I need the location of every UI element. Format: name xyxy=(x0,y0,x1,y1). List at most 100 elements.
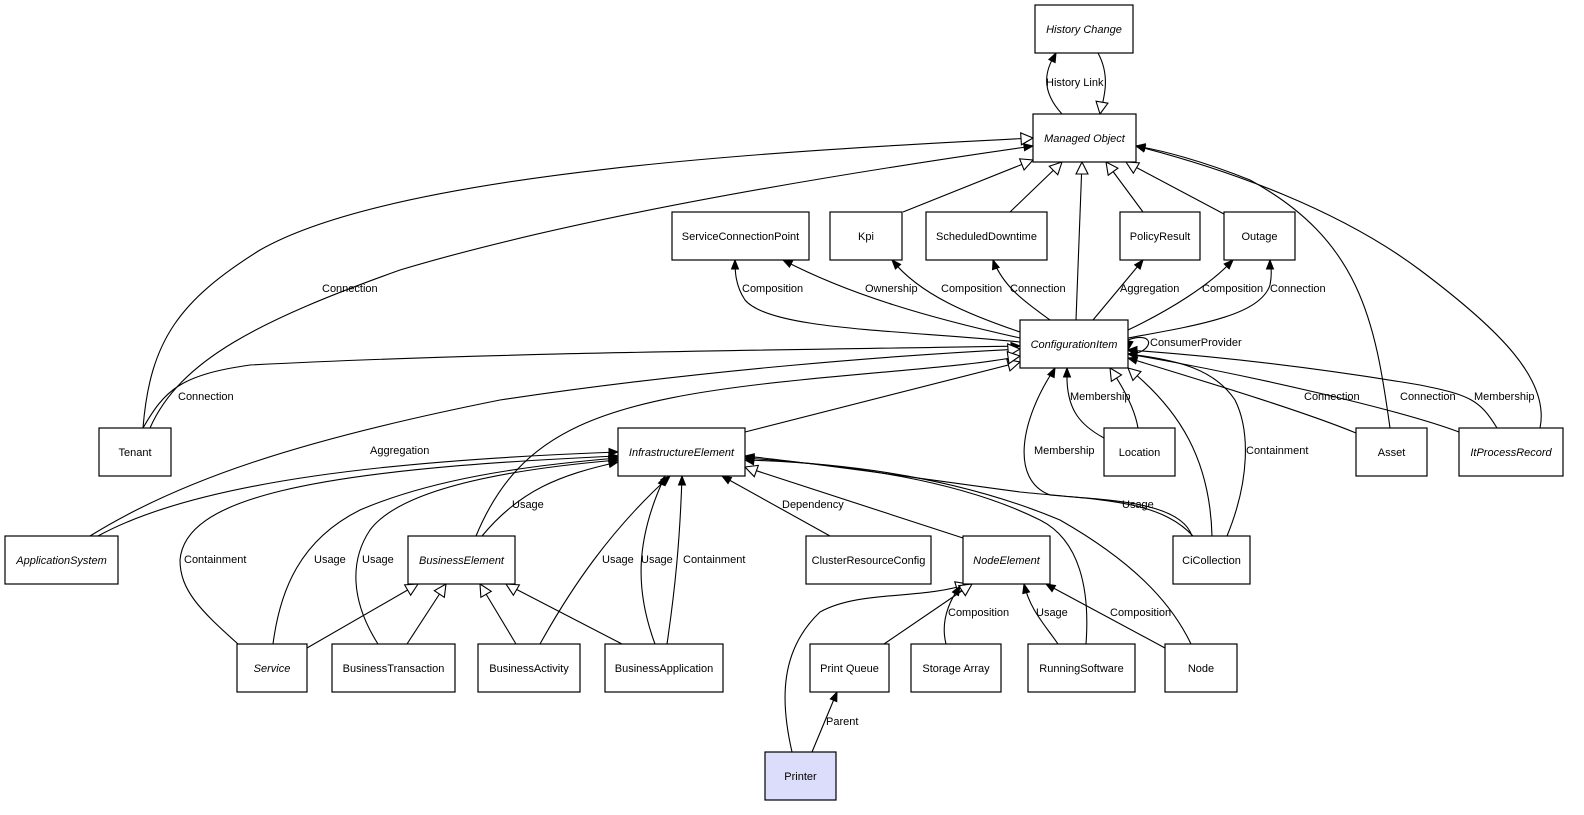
class-name: Print Queue xyxy=(820,663,879,675)
edge-line xyxy=(721,475,831,537)
association-edge-cluster_resource_config-to-infrastructure_element xyxy=(720,475,831,537)
class-box xyxy=(1034,4,1134,54)
class-node-outage[interactable]: Outage xyxy=(1223,211,1296,261)
open-triangle-arrowhead-icon xyxy=(1006,350,1022,365)
class-node-business-element[interactable]: BusinessElement xyxy=(407,535,516,585)
edge-label: Composition xyxy=(1202,283,1263,295)
edge-line xyxy=(744,459,1192,645)
class-box xyxy=(925,211,1048,261)
inheritance-edge-configuration_item-to-managed_object xyxy=(1075,160,1089,321)
class-node-printer[interactable]: Printer xyxy=(764,751,837,801)
filled-arrowhead-icon xyxy=(1044,583,1057,593)
association-edge-printer-to-print_queue xyxy=(811,690,838,753)
class-node-scheduled-downtime[interactable]: ScheduledDowntime xyxy=(925,211,1048,261)
filled-arrowhead-icon xyxy=(1047,51,1057,64)
class-node-running-software[interactable]: RunningSoftware xyxy=(1027,643,1136,693)
association-edge-configuration_item-to-policy_result xyxy=(1092,258,1144,321)
class-node-managed-object[interactable]: Managed Object xyxy=(1032,113,1137,163)
inheritance-edge-business_activity-to-business_element xyxy=(479,582,517,645)
class-node-tenant[interactable]: Tenant xyxy=(98,427,172,477)
class-name: Kpi xyxy=(858,231,874,243)
edge-line xyxy=(811,691,838,753)
class-node-service-connection-point[interactable]: ServiceConnectionPoint xyxy=(671,211,810,261)
association-edge-business_application-to-infrastructure_element xyxy=(666,474,687,645)
class-name: NodeElement xyxy=(973,555,1041,567)
edge-label: Connection xyxy=(1010,283,1066,295)
filled-arrowhead-icon xyxy=(891,258,902,270)
class-name: Asset xyxy=(1378,447,1406,459)
class-box xyxy=(1355,427,1428,477)
class-name: BusinessElement xyxy=(419,555,505,567)
association-edge-managed_object-to-history_change xyxy=(1046,51,1063,115)
class-box xyxy=(407,535,516,585)
association-edge-tenant-to-managed_object xyxy=(149,143,1035,429)
class-box xyxy=(98,427,172,477)
class-box xyxy=(1164,643,1238,693)
filled-arrowhead-icon xyxy=(1126,351,1139,360)
edge-label: Connection xyxy=(322,283,378,295)
class-node-node-element[interactable]: NodeElement xyxy=(962,535,1051,585)
class-node-location[interactable]: Location xyxy=(1103,427,1176,477)
association-edge-business_element-to-infrastructure_element xyxy=(481,459,620,537)
class-box xyxy=(1032,113,1137,163)
class-name: ServiceConnectionPoint xyxy=(682,231,799,243)
class-name: History Change xyxy=(1046,24,1122,36)
class-node-business-application[interactable]: BusinessApplication xyxy=(604,643,724,693)
edge-label: Connection xyxy=(1270,283,1326,295)
class-node-storage-array[interactable]: Storage Array xyxy=(910,643,1002,693)
filled-arrowhead-icon xyxy=(1022,143,1035,152)
edge-line xyxy=(89,348,1021,537)
class-node-business-activity[interactable]: BusinessActivity xyxy=(477,643,581,693)
class-node-it-process-record[interactable]: ItProcessRecord xyxy=(1458,427,1564,477)
edge-label: Usage xyxy=(602,554,634,566)
class-box xyxy=(764,751,837,801)
association-edge-business_application-to-infrastructure_element xyxy=(640,474,666,645)
open-triangle-arrowhead-icon xyxy=(403,583,420,597)
edge-label: Parent xyxy=(826,716,858,728)
filled-arrowhead-icon xyxy=(829,690,838,703)
edge-label: Aggregation xyxy=(370,445,429,457)
class-node-service[interactable]: Service xyxy=(236,643,308,693)
edge-line xyxy=(1075,161,1083,321)
class-node-node[interactable]: Node xyxy=(1164,643,1238,693)
class-box xyxy=(4,535,119,585)
open-triangle-arrowhead-icon xyxy=(743,464,760,478)
edge-label: Ownership xyxy=(865,283,918,295)
class-box xyxy=(477,643,581,693)
association-edge-storage_array-to-node_element xyxy=(943,584,961,645)
edge-line xyxy=(505,583,623,645)
inheritance-edge-node_element-to-infrastructure_element xyxy=(743,464,964,539)
class-box xyxy=(1458,427,1564,477)
class-node-ci-collection[interactable]: CiCollection xyxy=(1172,535,1251,585)
association-edge-node-to-node_element xyxy=(1044,583,1166,649)
class-node-print-queue[interactable]: Print Queue xyxy=(809,643,890,693)
edge-line xyxy=(306,583,419,649)
filled-arrowhead-icon xyxy=(657,474,666,487)
edge-line xyxy=(1127,357,1357,434)
class-node-configuration-item[interactable]: ConfigurationItem xyxy=(1019,319,1129,369)
edges-layer xyxy=(89,51,1542,753)
class-node-infrastructure-element[interactable]: InfrastructureElement xyxy=(617,427,746,477)
class-node-application-system[interactable]: ApplicationSystem xyxy=(4,535,119,585)
edge-line xyxy=(891,259,1021,333)
association-edge-configuration_item-to-scheduled_downtime xyxy=(991,258,1051,321)
edge-line xyxy=(1066,368,1105,439)
class-name: BusinessTransaction xyxy=(343,663,445,675)
filled-arrowhead-icon xyxy=(607,459,620,469)
class-node-history-change[interactable]: History Change xyxy=(1034,4,1134,54)
edge-label: Containment xyxy=(683,554,745,566)
class-node-kpi[interactable]: Kpi xyxy=(829,211,903,261)
class-node-cluster-resource-config[interactable]: ClusterResourceConfig xyxy=(805,535,932,585)
inheritance-edge-business_element-to-configuration_item xyxy=(475,350,1022,537)
filled-arrowhead-icon xyxy=(1062,366,1072,378)
class-box xyxy=(331,643,456,693)
class-node-policy-result[interactable]: PolicyResult xyxy=(1119,211,1201,261)
class-name: BusinessActivity xyxy=(489,663,569,675)
class-name: PolicyResult xyxy=(1130,231,1191,243)
class-node-business-transaction[interactable]: BusinessTransaction xyxy=(331,643,456,693)
inheritance-edge-ci_collection-to-configuration_item xyxy=(1127,367,1213,537)
edge-label: Membership xyxy=(1070,391,1131,403)
association-edge-configuration_item-to-kpi xyxy=(891,258,1021,333)
association-edge-node-to-infrastructure_element xyxy=(743,457,1192,645)
class-node-asset[interactable]: Asset xyxy=(1355,427,1428,477)
